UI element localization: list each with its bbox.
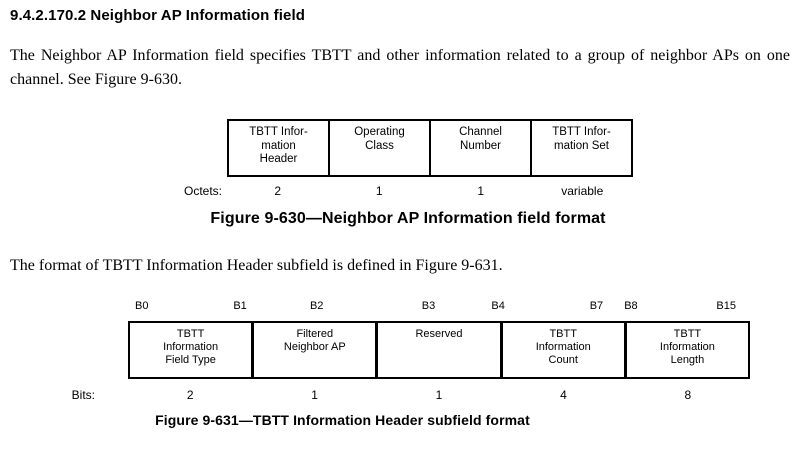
figure-630-field-table: TBTT Infor- mation Header Operating Clas… <box>227 119 633 177</box>
figure-631-subfield-table: TBTT Information Field Type Filtered Nei… <box>128 321 750 379</box>
octets-value: variable <box>561 184 604 198</box>
bit-range-b8-b15: B8 B15 <box>617 300 750 312</box>
octets-row: 2 1 1 variable <box>227 184 633 198</box>
bit-label: B2 <box>309 300 324 312</box>
bit-label: B4 <box>491 300 505 312</box>
bit-range-b2: B2 <box>261 300 373 312</box>
octets-value: 2 <box>274 184 282 198</box>
field-cell-tbtt-information-set: TBTT Infor- mation Set <box>530 121 631 175</box>
bits-row: 2 1 1 4 8 <box>128 388 750 402</box>
bits-label: Bits: <box>71 388 95 402</box>
bit-index-row: B0 B1 B2 B3 B4 B7 B8 B15 <box>128 300 750 312</box>
subfield-cell-reserved: Reserved <box>375 323 499 377</box>
bit-range-b4-b7: B4 B7 <box>484 300 617 312</box>
figure-630-caption: Figure 9-630—Neighbor AP Information fie… <box>210 210 606 227</box>
subfield-cell-tbtt-information-count: TBTT Information Count <box>499 323 624 377</box>
subfield-cell-tbtt-information-field-type: TBTT Information Field Type <box>163 328 219 366</box>
bit-label: B8 <box>624 300 638 312</box>
paragraph-tbtt-header: The format of TBTT Information Header su… <box>10 257 503 274</box>
bits-value: 4 <box>560 388 567 402</box>
field-cell-tbtt-information-header: TBTT Infor- mation Header <box>249 126 308 165</box>
bits-value: 8 <box>684 388 692 402</box>
section-heading: 9.4.2.170.2 Neighbor AP Information fiel… <box>10 7 306 24</box>
bit-label: B7 <box>589 300 604 312</box>
bit-range-b0-b1: B0 B1 <box>128 300 261 312</box>
bit-range-b3: B3 <box>373 300 485 312</box>
bit-label: B15 <box>716 300 736 312</box>
bit-label: B1 <box>233 300 247 312</box>
bit-label: B3 <box>421 300 436 312</box>
bits-value: 1 <box>311 388 318 402</box>
octets-value: 1 <box>477 184 485 198</box>
field-cell-channel-number: Channel Number <box>429 121 530 175</box>
subfield-cell-filtered-neighbor-ap: Filtered Neighbor AP <box>251 323 375 377</box>
field-cell-operating-class: Operating Class <box>328 121 429 175</box>
figure-631-caption: Figure 9-631—TBTT Information Header sub… <box>155 412 530 428</box>
octets-label: Octets: <box>183 184 222 198</box>
paragraph-neighbor-ap: The Neighbor AP Information field specif… <box>10 47 790 88</box>
bits-value: 1 <box>435 388 443 402</box>
subfield-cell-tbtt-information-length: TBTT Information Length <box>623 323 748 377</box>
octets-value: 1 <box>375 184 383 198</box>
bits-value: 2 <box>186 388 194 402</box>
bit-label: B0 <box>135 300 149 312</box>
